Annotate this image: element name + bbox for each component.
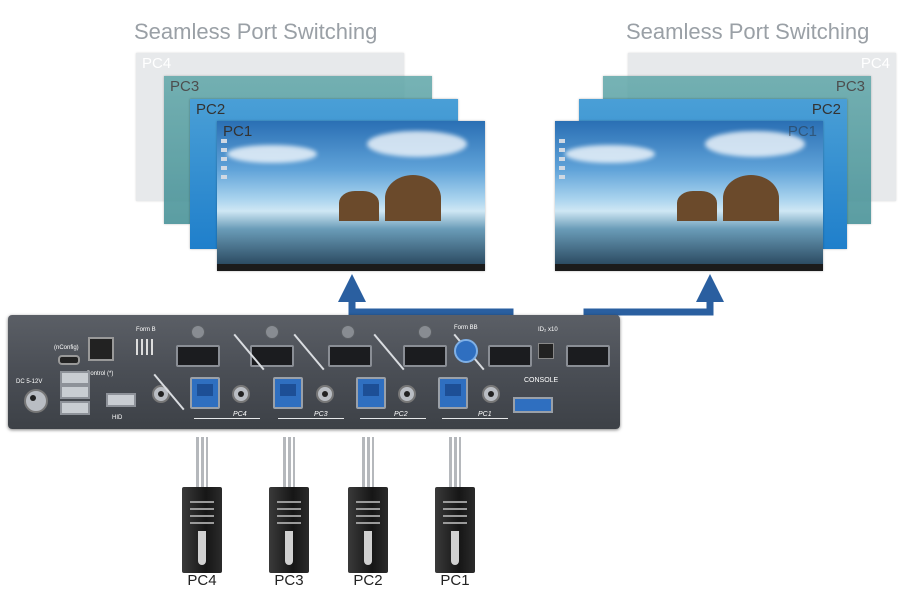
screen-label: PC4: [860, 55, 890, 72]
usb3-port: [513, 397, 553, 413]
screen-left-pc1: PC1: [217, 121, 485, 271]
cable-pc3: [283, 437, 295, 487]
computer-label-pc1: PC1: [440, 572, 470, 589]
tag-line: [194, 418, 260, 419]
hdmi-console-port-2: [566, 345, 610, 367]
console-label: CONSOLE: [524, 377, 559, 384]
computer-label-pc3: PC3: [274, 572, 304, 589]
id-dial: [454, 339, 478, 363]
hdmi-console-port-1: [488, 345, 532, 367]
dc-power-jack: [24, 389, 48, 413]
screen-label: PC3: [835, 78, 865, 95]
port-label-pc1: PC1: [478, 411, 492, 418]
form-bb-label: Form BB: [454, 325, 478, 331]
screen-label: PC2: [196, 101, 226, 118]
screen-label: PC3: [170, 78, 200, 95]
tag-line: [360, 418, 426, 419]
ethernet-port: [88, 337, 114, 361]
cable-pc2: [362, 437, 374, 487]
divider-line: [373, 333, 405, 371]
usb-a-port: [60, 401, 90, 415]
audio-jack: [316, 385, 334, 403]
screw: [418, 325, 432, 339]
cable-pc4: [196, 437, 208, 487]
hdmi-port-pc2: [328, 345, 372, 367]
dip-switches: [136, 339, 154, 355]
hdmi-port-pc4: [176, 345, 220, 367]
screw: [191, 325, 205, 339]
computer-tower-icon: [348, 487, 388, 573]
divider-line: [293, 333, 325, 371]
port-label-pc2: PC2: [394, 411, 408, 418]
screen-label: PC1: [787, 123, 817, 140]
hdmi-port-pc1: [403, 345, 447, 367]
dip-switches-2: [538, 343, 554, 359]
title-left: Seamless Port Switching: [134, 19, 378, 44]
usb-b-port-pc3: [273, 377, 303, 409]
screen-right-pc1: PC1: [555, 121, 823, 271]
dc-label: DC 5-12V: [16, 379, 43, 385]
usb-a-port: [106, 393, 136, 407]
computer-label-pc4: PC4: [187, 572, 217, 589]
audio-jack: [232, 385, 250, 403]
screw: [341, 325, 355, 339]
usb-a-port: [60, 371, 90, 385]
usb-b-port-pc1: [438, 377, 468, 409]
screen-label: PC1: [223, 123, 253, 140]
screen-label: PC4: [142, 55, 172, 72]
usb-b-port-pc2: [356, 377, 386, 409]
computer-label-pc2: PC2: [353, 572, 383, 589]
audio-jack: [398, 385, 416, 403]
hid-label: HID: [112, 415, 123, 421]
computer-tower-icon: [269, 487, 309, 573]
title-right: Seamless Port Switching: [626, 19, 870, 44]
usb-c-port: [58, 355, 80, 365]
usb-b-port-pc4: [190, 377, 220, 409]
screen-label: PC2: [811, 101, 841, 118]
form-b-label: Form B: [136, 327, 156, 333]
audio-jack: [482, 385, 500, 403]
tag-line: [442, 418, 508, 419]
port-label-pc3: PC3: [314, 411, 328, 418]
screw: [265, 325, 279, 339]
usb-a-port: [60, 385, 90, 399]
id-label: ID₂ x10: [538, 327, 558, 333]
tag-line: [278, 418, 344, 419]
control-label: Control (*): [86, 371, 114, 377]
cable-pc1: [449, 437, 461, 487]
computer-tower-icon: [182, 487, 222, 573]
port-label-pc4: PC4: [233, 411, 247, 418]
config-label: (nConfig): [54, 345, 79, 351]
kvm-switch-panel: (nConfig) Control (*) HID DC 5-12V Form …: [8, 315, 620, 429]
computer-tower-icon: [435, 487, 475, 573]
